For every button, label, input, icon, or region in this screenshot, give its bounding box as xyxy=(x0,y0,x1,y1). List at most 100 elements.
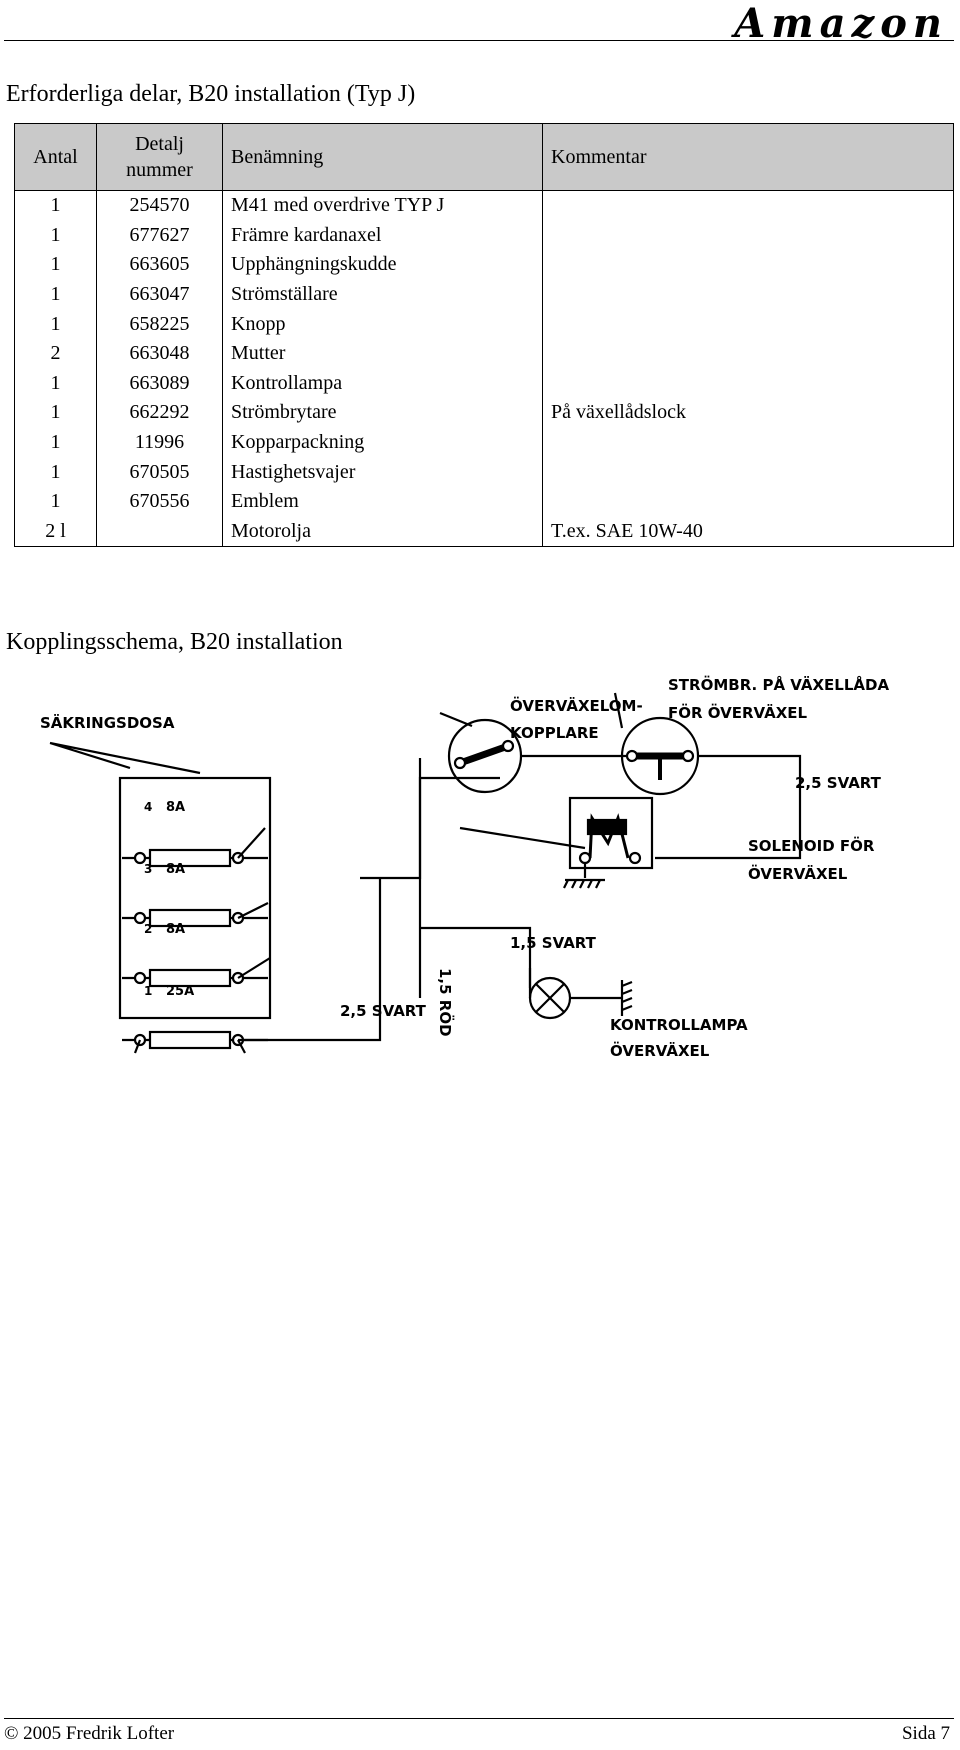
fuse-box-frame xyxy=(118,776,272,1020)
cell-antal: 1 xyxy=(50,431,61,454)
cell-antal: 1 xyxy=(50,223,61,246)
cell-benamning: Främre kardanaxel xyxy=(222,220,543,251)
label-fuse-3-num: 3 xyxy=(144,862,152,876)
label-overdrive-switch-1: ÖVERVÄXELOM- xyxy=(510,696,643,715)
wire-lamp xyxy=(420,926,532,998)
footer-copyright: © 2005 Fredrik Lofter xyxy=(4,1723,175,1744)
cell-antal: 2 l xyxy=(45,519,66,542)
cell-detalj: 662292 xyxy=(96,398,223,428)
label-fuse-3: 8A xyxy=(166,862,185,877)
cell-benamning: M41 med overdrive TYP J xyxy=(222,190,543,221)
cell-benamning: Strömställare xyxy=(222,279,543,310)
cell-benamning: Kopparpackning xyxy=(222,427,543,458)
cell-antal: 1 xyxy=(50,460,61,483)
cell-benamning: Upphängningskudde xyxy=(222,250,543,280)
cell-detalj: 11996 xyxy=(96,427,223,458)
cell-kommentar xyxy=(542,190,954,221)
cell-detalj xyxy=(96,516,223,547)
wiring-diagram: SÄKRINGSDOSA 8A 8A 8A 25A 4 3 2 1 ÖVERVÄ… xyxy=(40,675,889,1060)
cell-benamning: Hastighetsvajer xyxy=(222,457,543,487)
cell-detalj: 670505 xyxy=(96,457,223,487)
col-kommentar: Kommentar xyxy=(542,123,954,191)
label-wire-solenoid: 1,5 SVART xyxy=(510,934,597,952)
label-lamp-1: KONTROLLAMPA xyxy=(610,1016,748,1034)
cell-kommentar xyxy=(542,250,954,280)
label-fuse-1-num: 1 xyxy=(144,984,152,998)
label-fuse-4: 8A xyxy=(166,800,185,815)
cell-kommentar xyxy=(542,220,954,251)
label-gearbox-switch-2: FÖR ÖVERVÄXEL xyxy=(668,703,808,722)
col-detalj-line1: Detalj xyxy=(135,133,184,155)
wire-gearbox-to-solenoid xyxy=(655,754,802,860)
cell-detalj: 663605 xyxy=(96,250,223,280)
parts-table: Antal Detalj nummer Benämning Kommentar … xyxy=(14,123,954,548)
overdrive-switch-lever xyxy=(458,742,510,767)
cell-kommentar xyxy=(542,457,954,487)
cell-kommentar xyxy=(542,309,954,339)
cell-benamning: Motorolja xyxy=(222,516,543,547)
cell-kommentar: T.ex. SAE 10W-40 xyxy=(542,516,954,547)
fuse-4 xyxy=(122,848,268,868)
table-header-row: Antal Detalj nummer Benämning Kommentar xyxy=(14,123,954,191)
wiring-section-title: Kopplingsschema, B20 installation xyxy=(6,629,343,655)
cell-benamning: Mutter xyxy=(222,338,543,369)
cell-benamning: Emblem xyxy=(222,486,543,517)
cell-kommentar xyxy=(542,338,954,369)
label-fuse-4-num: 4 xyxy=(144,800,152,814)
col-detalj-line2: nummer xyxy=(126,159,193,181)
cell-antal: 2 xyxy=(50,342,61,365)
cell-detalj: 663047 xyxy=(96,279,223,310)
cell-antal: 1 xyxy=(50,401,61,424)
cell-kommentar xyxy=(542,279,954,310)
cell-kommentar xyxy=(542,427,954,458)
cell-antal: 1 xyxy=(50,253,61,276)
label-wire-fuse: 2,5 SVART xyxy=(340,1002,427,1020)
col-antal: Antal xyxy=(14,123,97,191)
cell-benamning: Strömbrytare xyxy=(222,398,543,428)
label-gearbox-switch-1: STRÖMBR. PÅ VÄXELLÅDA xyxy=(668,675,889,694)
label-fuse-2: 8A xyxy=(166,922,185,937)
label-lamp-2: ÖVERVÄXEL xyxy=(610,1041,710,1060)
fuse-box-pointer xyxy=(49,741,201,775)
header-rule xyxy=(4,40,954,41)
footer-page-number: Sida 7 xyxy=(901,1723,950,1744)
wire-solenoid-label-pointer xyxy=(459,826,586,850)
wire-fuse-to-switch xyxy=(238,776,500,1042)
cell-benamning: Knopp xyxy=(222,309,543,339)
cell-kommentar xyxy=(542,368,954,399)
cell-kommentar xyxy=(542,486,954,517)
cell-detalj: 254570 xyxy=(96,190,223,221)
cell-kommentar: På växellådslock xyxy=(542,398,954,428)
label-fuse-box: SÄKRINGSDOSA xyxy=(40,713,175,732)
label-fuse-1: 25A xyxy=(166,984,194,999)
cell-detalj: 670556 xyxy=(96,486,223,517)
cell-antal: 1 xyxy=(50,283,61,306)
label-solenoid-1: SOLENOID FÖR xyxy=(748,836,875,855)
solenoid-body xyxy=(568,796,654,870)
col-detalj: Detalj nummer xyxy=(96,123,223,191)
cell-antal: 1 xyxy=(50,490,61,513)
cell-detalj: 663048 xyxy=(96,338,223,369)
amazon-logo: Amazon xyxy=(734,0,948,47)
label-fuse-2-num: 2 xyxy=(144,922,152,936)
cell-detalj: 677627 xyxy=(96,220,223,251)
label-solenoid-2: ÖVERVÄXEL xyxy=(748,864,848,883)
parts-section-title: Erforderliga delar, B20 installation (Ty… xyxy=(6,81,416,107)
col-benamning: Benämning xyxy=(222,123,543,191)
label-wire-top-right: 2,5 SVART xyxy=(795,774,882,792)
cell-antal: 1 xyxy=(50,312,61,335)
label-overdrive-switch-2: KOPPLARE xyxy=(510,724,599,742)
cell-antal: 1 xyxy=(50,194,61,217)
cell-detalj: 663089 xyxy=(96,368,223,399)
